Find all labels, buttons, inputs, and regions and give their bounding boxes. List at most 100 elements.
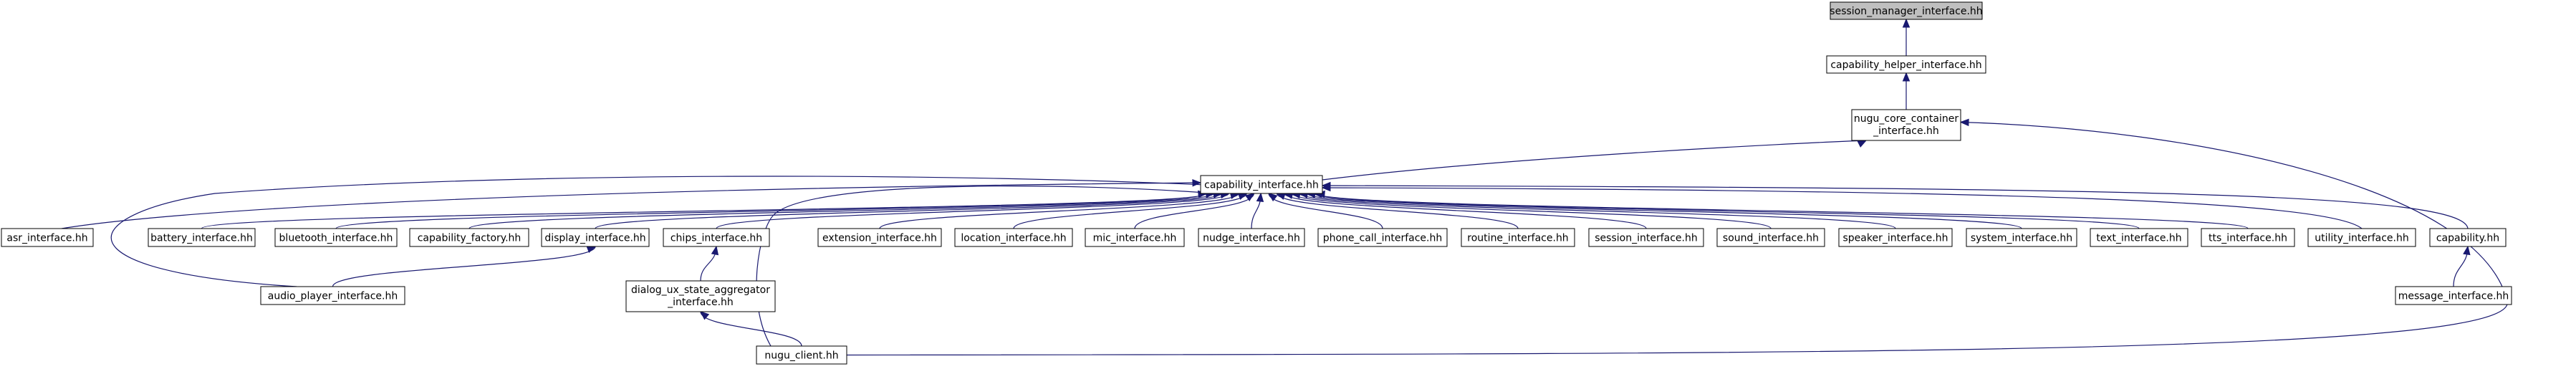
node-box [541,228,650,247]
node-box [409,228,529,247]
node-chips[interactable]: chips_interface.hh [663,228,770,247]
node-sound[interactable]: sound_interface.hh [1716,228,1825,247]
node-box [148,228,256,247]
node-label: display_interface.hh [544,233,645,244]
node-label: extension_interface.hh [822,233,937,244]
node-phone-call[interactable]: phone_call_interface.hh [1317,228,1448,247]
node-extension[interactable]: extension_interface.hh [817,228,942,247]
arrowhead-capability-to-capability_interface [1321,181,1331,190]
edge-system-to-capability_interface [1307,193,2022,229]
node-utility[interactable]: utility_interface.hh [2307,228,2416,247]
node-routine[interactable]: routine_interface.hh [1461,228,1575,247]
node-nugu-core-container[interactable]: nugu_core_container_interface.hh [1851,109,1961,141]
node-label: chips_interface.hh [671,233,762,244]
node-label: mic_interface.hh [1093,233,1177,244]
node-label: routine_interface.hh [1467,233,1568,244]
node-session-manager[interactable]: session_manager_interface.hh [1830,1,1983,20]
node-label-line: nugu_core_container [1854,113,1959,125]
node-dialog-ux[interactable]: dialog_ux_state_aggregator_interface.hh [625,280,776,312]
node-box [274,228,398,247]
node-message[interactable]: message_interface.hh [2395,286,2512,305]
edge-speaker-to-capability_interface [1299,193,1896,229]
node-label: session_manager_interface.hh [1830,6,1982,17]
node-speaker[interactable]: speaker_interface.hh [1838,228,1953,247]
node-label: location_interface.hh [961,233,1066,244]
node-label: capability.hh [2436,233,2499,244]
node-capability-helper[interactable]: capability_helper_interface.hh [1826,55,1986,74]
node-label-line: _interface.hh [667,297,734,308]
arrowhead-mic-to-capability_interface [1245,193,1255,202]
node-nudge[interactable]: nudge_interface.hh [1198,228,1305,247]
edge-nugu_client-to-dialog_ux [700,311,802,347]
edge-mic-to-capability_interface [1134,193,1254,229]
node-location[interactable]: location_interface.hh [954,228,1073,247]
edge-capability-to-capability_interface [1322,185,2469,229]
node-capability[interactable]: capability.hh [2429,228,2507,247]
node-box [1198,228,1305,247]
arrowhead-audio_player-to-display [586,246,597,254]
node-box [1317,228,1448,247]
arrowhead-nudge-to-capability_interface [1256,192,1264,202]
node-audio-player[interactable]: audio_player_interface.hh [260,286,405,305]
arrowhead-capability_helper-to-session_manager [1902,18,1911,28]
node-box [1826,55,1986,74]
node-label: tts_interface.hh [2209,233,2287,244]
node-label: speaker_interface.hh [1843,233,1948,244]
node-box [1830,1,1983,20]
node-tts[interactable]: tts_interface.hh [2201,228,2295,247]
edge-tts-to-capability_interface [1316,193,2249,229]
edge-chips-to-capability_interface [716,193,1229,229]
node-system[interactable]: system_interface.hh [1966,228,2077,247]
edge-nugu_client-to-nugu_core_container [846,121,2508,356]
node-box [663,228,770,247]
edge-capability_factory-to-capability_interface [468,193,1215,229]
node-label: bluetooth_interface.hh [279,233,393,244]
node-session[interactable]: session_interface.hh [1588,228,1704,247]
arrowhead-nugu_client-to-dialog_ux [699,311,710,320]
node-display[interactable]: display_interface.hh [541,228,650,247]
edge-sound-to-capability_interface [1292,193,1772,229]
edge-extension-to-capability_interface [879,193,1239,229]
node-label: nugu_client.hh [764,350,838,362]
edge-session-to-capability_interface [1284,193,1647,229]
edge-battery-to-capability_interface [201,193,1207,229]
node-box [1085,228,1185,247]
node-label: phone_call_interface.hh [1323,233,1443,244]
node-label: sound_interface.hh [1723,233,1819,244]
node-box [1588,228,1704,247]
node-text[interactable]: text_interface.hh [2090,228,2188,247]
node-label: text_interface.hh [2096,233,2181,244]
node-label: message_interface.hh [2398,291,2509,302]
node-label: capability_helper_interface.hh [1830,59,1981,71]
edge-capability_interface-to-nugu_core_container [1322,140,1867,181]
arrowhead-asr-to-capability_interface [1192,179,1202,187]
edge-location-to-capability_interface [1013,193,1247,229]
node-battery[interactable]: battery_interface.hh [148,228,256,247]
node-bluetooth[interactable]: bluetooth_interface.hh [274,228,398,247]
edge-display-to-capability_interface [595,193,1222,229]
edge-routine-to-capability_interface [1276,193,1519,229]
node-box [1,228,94,247]
node-box [1461,228,1575,247]
node-asr[interactable]: asr_interface.hh [1,228,94,247]
node-box [2429,228,2507,247]
node-label: battery_interface.hh [150,233,253,244]
node-box [817,228,942,247]
arrowhead-dialog_ux-to-chips [711,245,719,256]
node-capability-interface[interactable]: capability_interface.hh [1200,175,1323,194]
node-capability-factory[interactable]: capability_factory.hh [409,228,529,247]
node-box [2201,228,2295,247]
node-nugu-client[interactable]: nugu_client.hh [756,345,847,365]
edge-text-to-capability_interface [1313,193,2140,229]
edge-audio_player-to-capability_interface [110,176,1230,287]
node-box [2395,286,2512,305]
node-mic[interactable]: mic_interface.hh [1085,228,1185,247]
node-box [2090,228,2188,247]
edge-audio_player-to-display [332,246,596,287]
node-box [1200,175,1323,194]
edge-nugu_client-to-capability_interface [756,186,1216,347]
node-label: audio_player_interface.hh [268,291,398,302]
arrowhead-phone_call-to-capability_interface [1268,193,1278,202]
node-label: capability_factory.hh [418,233,522,244]
node-box [954,228,1073,247]
